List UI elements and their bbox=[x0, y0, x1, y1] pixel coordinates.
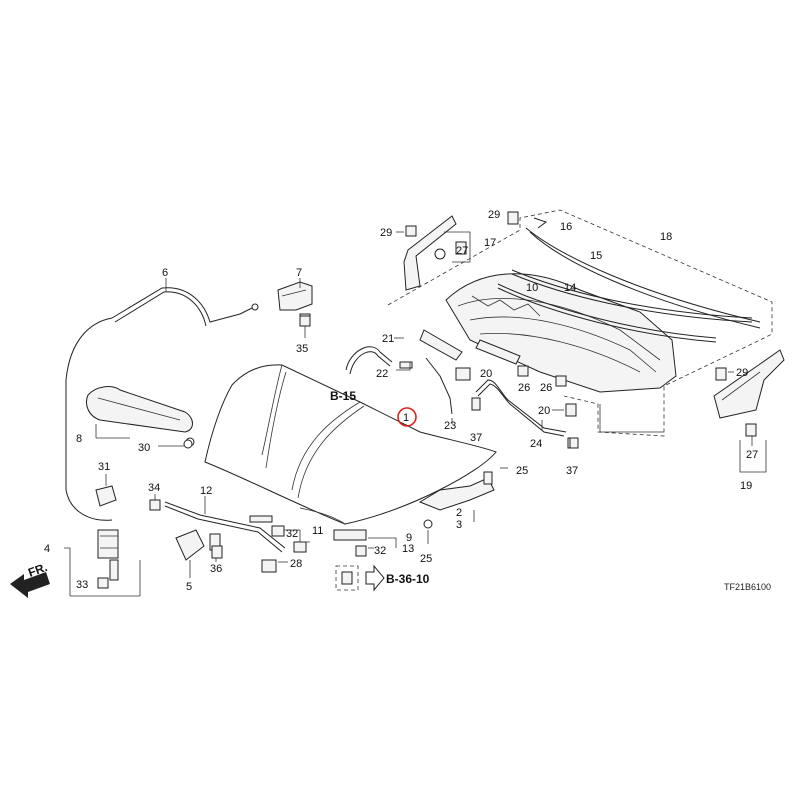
part-number-29b[interactable]: 29 bbox=[488, 209, 500, 221]
leader-19 bbox=[739, 440, 767, 473]
part-number-3[interactable]: 3 bbox=[456, 519, 462, 531]
part-number-10[interactable]: 10 bbox=[526, 282, 538, 294]
washer-nozzle[interactable] bbox=[399, 361, 471, 381]
front-label: FR. bbox=[26, 560, 49, 580]
part-number-13[interactable]: 13 bbox=[402, 543, 414, 555]
leader-11 bbox=[284, 529, 310, 543]
cowl-molding-strips[interactable] bbox=[497, 217, 761, 343]
part-number-26b[interactable]: 26 bbox=[540, 382, 552, 394]
leader-17 bbox=[444, 231, 471, 263]
part-number-20a[interactable]: 20 bbox=[480, 368, 492, 380]
cowl-side-bracket-right[interactable] bbox=[713, 349, 785, 437]
diagram-code: TF21B6100 bbox=[724, 582, 771, 592]
reference-link-b-15[interactable]: B-15 bbox=[330, 389, 356, 403]
part-number-37b[interactable]: 37 bbox=[566, 465, 578, 477]
leader-9-13 bbox=[368, 537, 397, 549]
leader-18-frame bbox=[599, 404, 664, 433]
part-number-25a[interactable]: 25 bbox=[516, 465, 528, 477]
latch-cable-clips[interactable] bbox=[249, 515, 307, 573]
part-number-4[interactable]: 4 bbox=[44, 543, 50, 555]
part-number-22[interactable]: 22 bbox=[376, 368, 388, 380]
reference-b-36-10[interactable] bbox=[335, 564, 385, 592]
cowl-side-bracket-left[interactable] bbox=[403, 215, 457, 291]
part-number-23[interactable]: 23 bbox=[444, 420, 456, 432]
part-number-29c[interactable]: 29 bbox=[736, 367, 748, 379]
part-number-32b[interactable]: 32 bbox=[374, 545, 386, 557]
part-number-labels: 1 2 3 4 5 6 7 8 9 10 11 12 13 14 15 16 1… bbox=[44, 209, 758, 593]
part-number-32a[interactable]: 32 bbox=[286, 528, 298, 540]
reference-link-b-36-10[interactable]: B-36-10 bbox=[386, 572, 430, 586]
part-number-16[interactable]: 16 bbox=[560, 221, 572, 233]
hood-latch[interactable] bbox=[151, 499, 221, 561]
part-number-18[interactable]: 18 bbox=[660, 231, 672, 243]
front-direction-arrow bbox=[10, 572, 50, 598]
part-number-29a[interactable]: 29 bbox=[380, 227, 392, 239]
part-1-highlight-circle bbox=[397, 407, 417, 427]
bolt[interactable] bbox=[97, 211, 519, 589]
part-number-19[interactable]: 19 bbox=[740, 480, 752, 492]
leader-22 bbox=[396, 362, 411, 371]
cowl-clips[interactable] bbox=[517, 365, 567, 387]
part-number-1[interactable]: 1 bbox=[403, 412, 409, 424]
part-number-34[interactable]: 34 bbox=[148, 482, 160, 494]
part-number-21[interactable]: 21 bbox=[382, 333, 394, 345]
part-number-25b[interactable]: 25 bbox=[420, 553, 432, 565]
hood-seal-frame[interactable] bbox=[86, 386, 195, 447]
part-number-20b[interactable]: 20 bbox=[538, 405, 550, 417]
part-number-27a[interactable]: 27 bbox=[456, 245, 468, 257]
part-number-24[interactable]: 24 bbox=[530, 438, 542, 450]
part-number-6[interactable]: 6 bbox=[162, 267, 168, 279]
part-number-12[interactable]: 12 bbox=[200, 485, 212, 497]
clip[interactable] bbox=[471, 397, 579, 449]
leader-8-30 bbox=[95, 424, 186, 447]
hood-hinge-right[interactable] bbox=[418, 471, 495, 529]
hood-support-rod[interactable] bbox=[164, 501, 286, 553]
part-number-17[interactable]: 17 bbox=[484, 237, 496, 249]
hood-release-cable[interactable] bbox=[65, 287, 259, 521]
part-number-26a[interactable]: 26 bbox=[518, 382, 530, 394]
part-number-31[interactable]: 31 bbox=[98, 461, 110, 473]
hood-panel[interactable] bbox=[204, 364, 497, 525]
part-number-30[interactable]: 30 bbox=[138, 442, 150, 454]
hood-latch-assembly[interactable] bbox=[95, 485, 119, 589]
part-number-28[interactable]: 28 bbox=[290, 558, 302, 570]
part-number-15[interactable]: 15 bbox=[590, 250, 602, 262]
part-number-35[interactable]: 35 bbox=[296, 343, 308, 355]
part-number-27b[interactable]: 27 bbox=[746, 449, 758, 461]
washer-hose[interactable] bbox=[345, 346, 453, 415]
part-number-7[interactable]: 7 bbox=[296, 267, 302, 279]
leader-4 bbox=[64, 547, 141, 597]
part-number-33[interactable]: 33 bbox=[76, 579, 88, 591]
part-number-9[interactable]: 9 bbox=[406, 532, 412, 544]
part-number-5[interactable]: 5 bbox=[186, 581, 192, 593]
part-number-36[interactable]: 36 bbox=[210, 563, 222, 575]
part-number-11[interactable]: 11 bbox=[312, 525, 323, 537]
cowl-top-assembly[interactable] bbox=[387, 209, 773, 437]
part-number-8[interactable]: 8 bbox=[76, 433, 82, 445]
part-number-37a[interactable]: 37 bbox=[470, 432, 482, 444]
part-number-14[interactable]: 14 bbox=[564, 282, 576, 294]
front-seal-strip[interactable] bbox=[333, 529, 367, 557]
part-number-2[interactable]: 2 bbox=[456, 507, 462, 519]
